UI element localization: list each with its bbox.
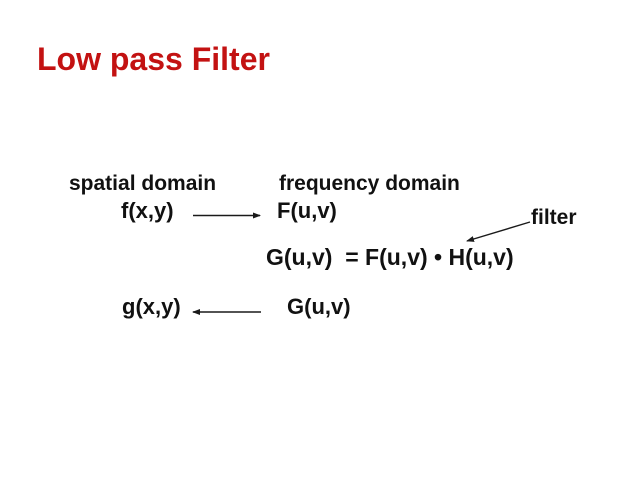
math-spatial-input-f-xy: f(x,y) <box>121 198 174 223</box>
math-spatial-result-g-xy: g(x,y) <box>122 294 181 319</box>
math-frequency-result-G-uv: G(u,v) <box>287 294 351 319</box>
slide-title: Low pass Filter <box>37 41 270 77</box>
column-header-frequency-domain: frequency domain <box>279 172 460 195</box>
filter-pointer-arrow <box>466 221 531 242</box>
filter-equation: G(u,v) = F(u,v) • H(u,v) <box>266 244 514 270</box>
filter-callout-label: filter <box>531 206 577 229</box>
math-frequency-output-F-uv: F(u,v) <box>277 198 337 223</box>
column-header-spatial-domain: spatial domain <box>69 172 217 195</box>
